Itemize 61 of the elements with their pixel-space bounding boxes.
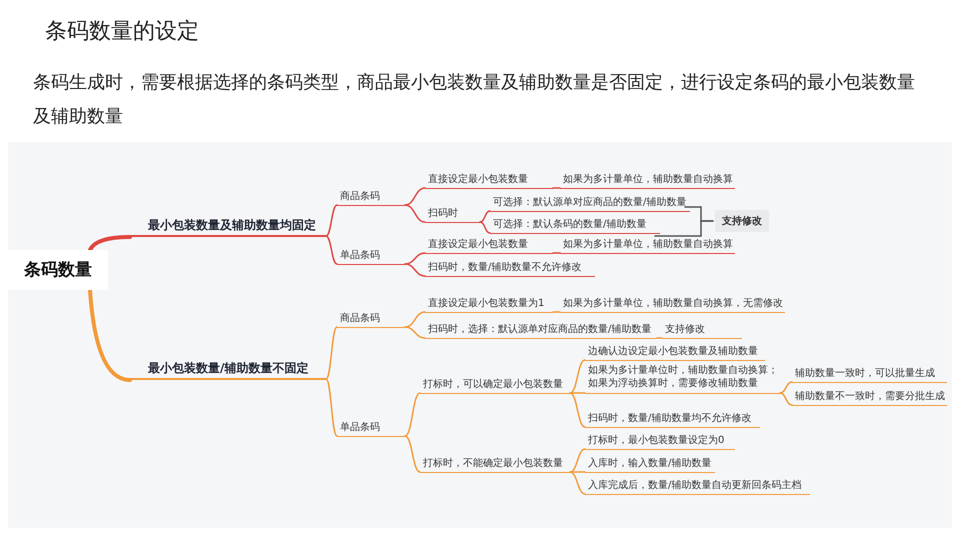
topic-text: 如果为多计量单位，辅助数量自动换算，无需修改	[560, 297, 785, 313]
topic-text: 如果为多计量单位，辅助数量自动换算	[560, 238, 735, 254]
topic-text: 打标时，可以确定最小包装数量	[420, 378, 570, 394]
branch-line	[325, 378, 338, 437]
branch-line	[569, 392, 586, 428]
branch-topic: 最小包装数量及辅助数量均固定	[130, 218, 326, 237]
branch-line	[479, 210, 491, 223]
branch-line	[569, 471, 586, 495]
topic-text: 扫码时，选择：默认源单对应商品的数量/辅助数量	[425, 323, 657, 339]
topic-text: 可选择：默认条码的数量/辅助数量	[490, 218, 660, 234]
branch-line	[569, 448, 586, 473]
branch-line	[325, 235, 338, 265]
page-title: 条码数量的设定	[45, 18, 199, 46]
topic-text: 如果为多计量单位时，辅助数量自动换算；如果为浮动换算时，需要修改辅助数量	[585, 364, 780, 394]
branch-line	[552, 252, 561, 254]
branch-line	[569, 359, 586, 394]
branch-topic: 最小包装数量/辅助数量不固定	[130, 361, 326, 380]
topic-text: 辅助数量一致时，可以批量生成	[792, 367, 947, 383]
topic-text: 打标时，不能确定最小包装数量	[420, 457, 570, 473]
topic-text: 入库时，输入数量/辅助数量	[585, 457, 715, 473]
topic-text: 单品条码	[337, 249, 405, 265]
branch-line	[404, 263, 426, 277]
branch-line	[404, 187, 426, 206]
topic-text: 如果为多计量单位，辅助数量自动换算	[560, 173, 735, 189]
topic-text: 单品条码	[337, 421, 405, 437]
topic-text: 直接设定最小包装数量	[425, 238, 553, 254]
branch-line	[552, 187, 561, 189]
topic-text: 扫码时	[425, 207, 480, 223]
branch-line	[569, 392, 586, 394]
branch-line	[779, 381, 793, 394]
topic-text: 入库完成后，数量/辅助数量自动更新回条码主档	[585, 479, 810, 495]
branch-line	[404, 311, 426, 328]
branch-line	[569, 471, 586, 473]
branch-line	[404, 204, 426, 223]
branch-line	[404, 252, 426, 265]
topic-text: 直接设定最小包装数量	[425, 173, 553, 189]
topic-text: 辅助数量不一致时，需要分批生成	[792, 390, 947, 406]
branch-line	[88, 235, 132, 252]
branch-line	[552, 311, 561, 313]
topic-text: 可选择：默认源单对应商品的数量/辅助数量	[490, 196, 690, 212]
branch-line	[404, 435, 421, 473]
topic-text: 商品条码	[337, 190, 405, 206]
topic-text: 打标时，最小包装数量设定为0	[585, 434, 735, 450]
bracket-connector	[654, 220, 714, 237]
topic-text: 扫码时，数量/辅助数量均不允许修改	[585, 412, 760, 428]
note-tag: 支持修改	[715, 210, 769, 232]
branch-line	[479, 221, 491, 234]
branch-line	[404, 326, 426, 339]
branch-line	[779, 392, 793, 406]
branch-line	[325, 204, 338, 237]
branch-line	[656, 337, 663, 339]
topic-text: 商品条码	[337, 312, 405, 328]
intro-paragraph: 条码生成时，需要根据选择的条码类型，商品最小包装数量及辅助数量是否固定，进行设定条码的最小包装数量及辅助数量	[33, 71, 916, 129]
branch-line	[88, 288, 132, 382]
branch-line	[325, 326, 338, 380]
branch-line	[404, 392, 421, 437]
topic-text: 扫码时，数量/辅助数量不允许修改	[425, 261, 595, 277]
topic-text: 支持修改	[662, 323, 742, 339]
central-topic: 条码数量	[8, 250, 108, 290]
topic-text: 直接设定最小包装数量为1	[425, 297, 553, 313]
topic-text: 边确认边设定最小包装数量及辅助数量	[585, 345, 765, 361]
